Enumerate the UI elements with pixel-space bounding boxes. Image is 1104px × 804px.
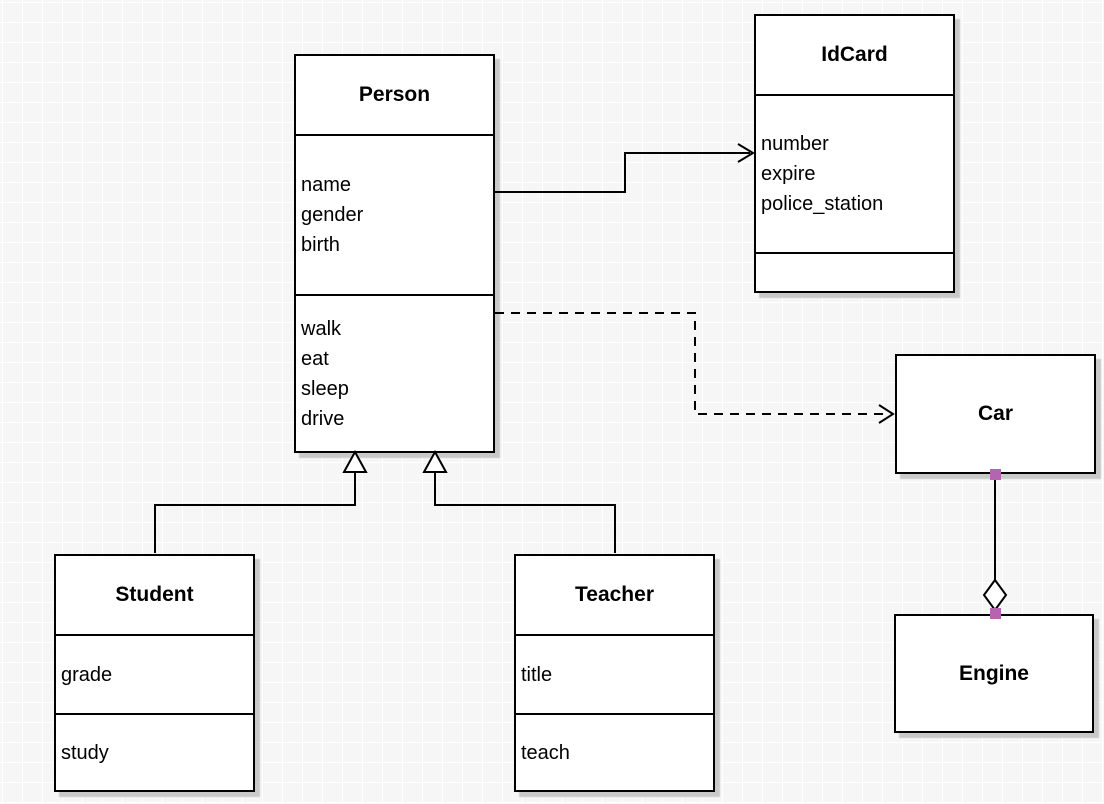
- connection-handle-engine[interactable]: [990, 608, 1001, 619]
- class-box-engine[interactable]: Engine: [894, 614, 1094, 733]
- association-person-idcard[interactable]: [495, 152, 750, 193]
- class-title[interactable]: IdCard: [756, 16, 953, 96]
- class-methods[interactable]: teach: [521, 741, 570, 764]
- generalization-teacher-person[interactable]: [434, 472, 616, 553]
- class-attributes[interactable]: name gender birth: [296, 136, 493, 296]
- hollow-triangle-arrowhead-student: [342, 449, 368, 473]
- aggregation-diamond: [982, 578, 1008, 612]
- class-box-car[interactable]: Car: [895, 354, 1096, 474]
- class-title[interactable]: Person: [296, 56, 493, 136]
- class-box-idcard[interactable]: IdCard number expire police_station: [754, 14, 955, 293]
- class-attributes[interactable]: number expire police_station: [756, 96, 953, 254]
- class-box-teacher[interactable]: Teacher title teach: [514, 554, 715, 792]
- class-box-person[interactable]: Person name gender birth walk eat sleep …: [294, 54, 495, 453]
- connection-handle-car[interactable]: [990, 469, 1001, 480]
- class-title[interactable]: Student: [56, 556, 253, 636]
- class-methods[interactable]: walk eat sleep drive: [301, 317, 349, 430]
- dependency-person-car[interactable]: [495, 312, 890, 415]
- open-arrowhead-idcard: [737, 143, 755, 163]
- class-box-student[interactable]: Student grade study: [54, 554, 255, 792]
- class-attributes[interactable]: title: [516, 636, 713, 715]
- class-title[interactable]: Engine: [958, 661, 1029, 685]
- class-title[interactable]: Car: [977, 402, 1014, 425]
- open-arrowhead-car: [878, 404, 895, 424]
- class-title[interactable]: Teacher: [516, 556, 713, 636]
- generalization-student-person[interactable]: [154, 472, 356, 553]
- hollow-triangle-arrowhead-teacher: [422, 449, 448, 473]
- class-methods[interactable]: study: [61, 741, 109, 764]
- class-attributes[interactable]: grade: [56, 636, 253, 715]
